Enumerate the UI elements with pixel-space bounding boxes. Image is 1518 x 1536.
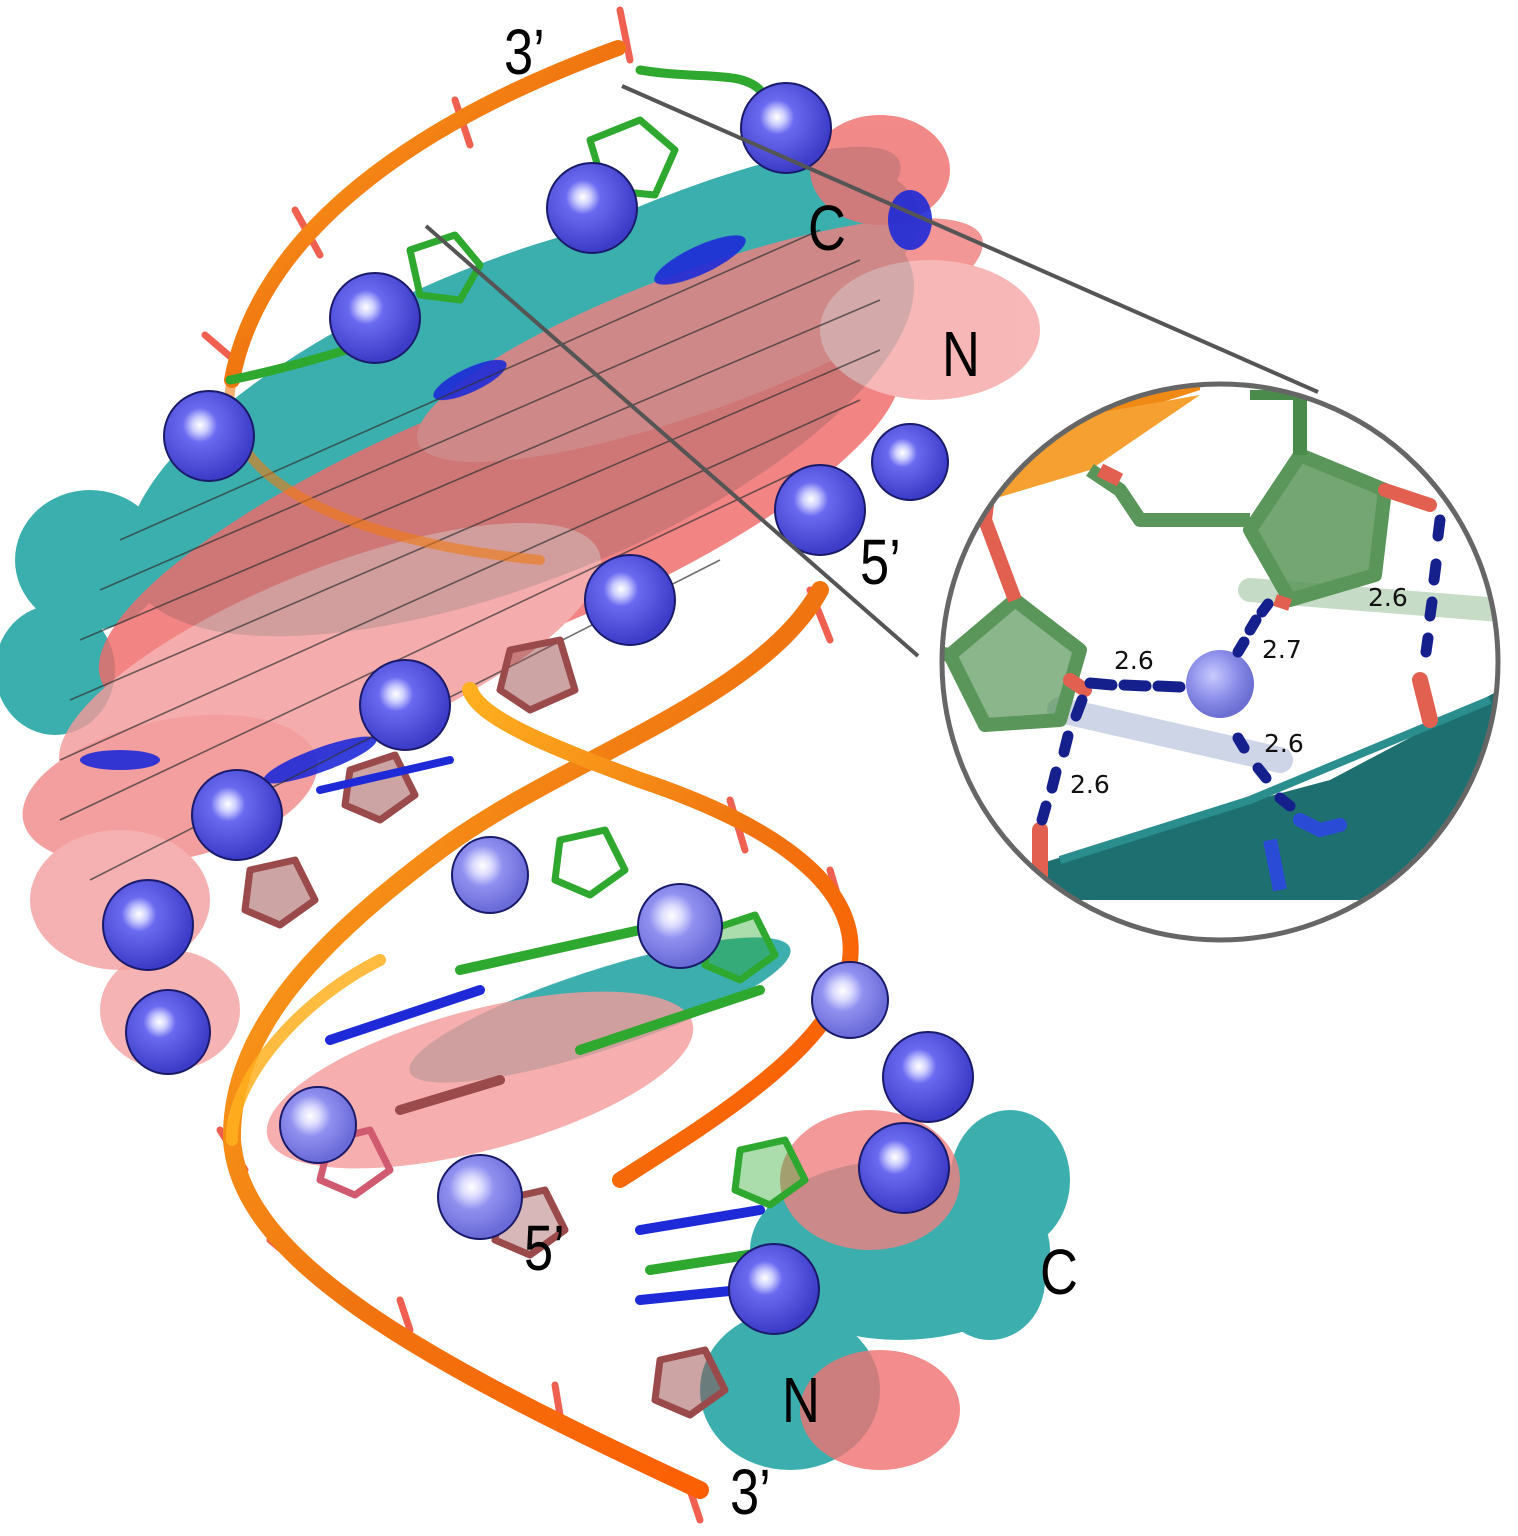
ion-sphere-icon — [279, 1086, 357, 1164]
ion-sphere-icon — [584, 554, 676, 646]
oxygen-surface-top — [22, 115, 1040, 970]
distance-label: 2.6 — [1264, 729, 1304, 758]
label-bottom-n-terminus: N — [782, 1364, 820, 1436]
inset-ion-sphere-icon — [1186, 650, 1254, 718]
ion-sphere-icon — [437, 1154, 523, 1240]
label-bottom-5prime: 5’ — [524, 1212, 565, 1284]
label-top-5prime: 5’ — [860, 526, 901, 598]
label-top-n-terminus: N — [942, 318, 980, 390]
ion-sphere-icon — [451, 836, 529, 914]
ion-sphere-icon — [163, 390, 255, 482]
ion-sphere-icon — [637, 883, 723, 969]
distance-label: 2.6 — [1114, 646, 1154, 675]
ion-sphere-icon — [329, 272, 421, 364]
label-top-c-terminus: C — [808, 192, 846, 264]
ion-sphere-icon — [728, 1243, 820, 1335]
zoom-connector — [424, 84, 1319, 658]
ion-sphere-icon — [871, 423, 949, 501]
hydrogen-bonds — [1036, 514, 1446, 826]
ion-sphere-icon — [811, 961, 889, 1039]
ion-sphere-icon — [740, 82, 832, 174]
label-bottom-c-terminus: C — [1040, 1236, 1078, 1308]
metal-ions — [102, 82, 974, 1335]
ion-sphere-icon — [882, 1031, 974, 1123]
ion-sphere-icon — [546, 162, 638, 254]
label-bottom-3prime: 3’ — [730, 1456, 771, 1528]
distance-label: 2.6 — [1368, 583, 1408, 612]
ion-sphere-icon — [125, 989, 211, 1075]
inset-border — [939, 381, 1501, 943]
ion-sphere-icon — [774, 464, 866, 556]
ion-sphere-icon — [359, 659, 451, 751]
distance-label: 2.6 — [1070, 770, 1110, 799]
ion-sphere-icon — [102, 879, 194, 971]
ion-sphere-icon — [858, 1122, 950, 1214]
ion-sphere-icon — [191, 769, 283, 861]
distance-label: 2.7 — [1262, 635, 1302, 664]
inset-magnifier — [939, 381, 1501, 943]
dna-nucleotides — [241, 116, 809, 1419]
label-top-3prime: 3’ — [504, 16, 545, 88]
nitrogen-patches-top — [80, 190, 932, 784]
